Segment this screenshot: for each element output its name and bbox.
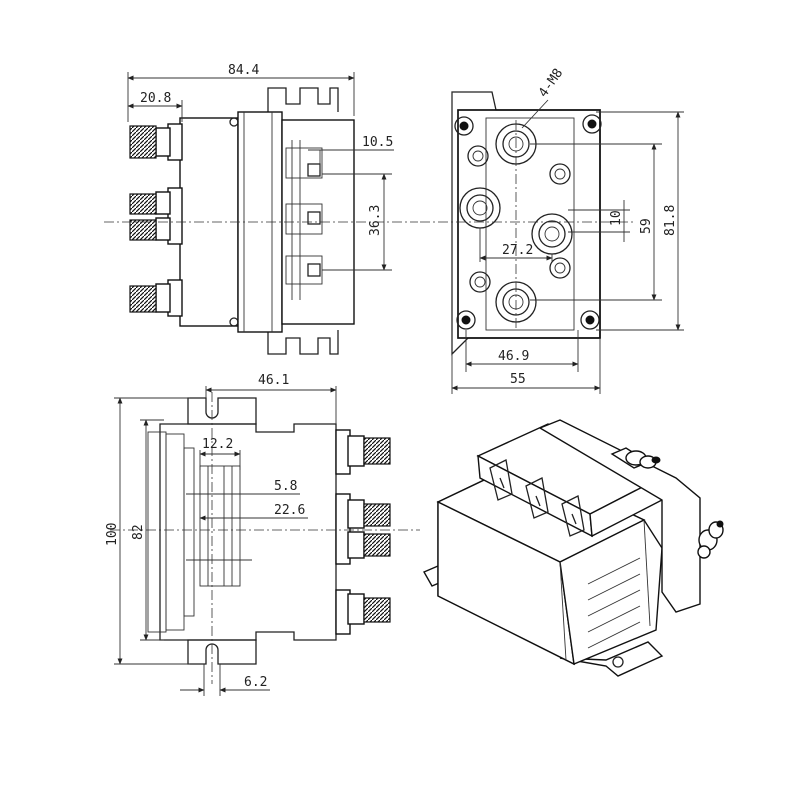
dim-slot-bottom: 6.2: [244, 675, 267, 690]
iso-stud-top: [610, 447, 661, 469]
stud-top: [129, 123, 183, 161]
dim-overall-height: 100: [105, 523, 120, 546]
dim-thread: 4-M8: [536, 66, 566, 100]
end-view: 4-M8 59 81.8 10 27.2 46.9 55: [420, 66, 684, 394]
dim-outer-height: 81.8: [663, 205, 678, 236]
dim-inner-height: 82: [131, 524, 146, 540]
dim-overall-width: 55: [510, 372, 526, 387]
dim-offset-small: 5.8: [274, 479, 297, 494]
dim-terminal-offset: 10.5: [362, 135, 393, 150]
dim-terminal-spacing: 36.3: [368, 205, 383, 236]
side-view: 84.4 20.8 10.5 36.3: [104, 63, 418, 355]
dim-inner-height: 59: [639, 218, 654, 234]
iso-stud-side: [697, 520, 724, 559]
dim-hole-spacing: 46.9: [498, 349, 529, 364]
stud-bottom: [129, 279, 183, 317]
dim-overall-length: 84.4: [228, 63, 259, 78]
top-view: 46.1 12.2 5.8 22.6 100 82 6.2: [105, 373, 420, 696]
isometric-view: [423, 419, 724, 677]
blade-terminals: [489, 459, 585, 537]
dim-spacing-10: 10: [609, 210, 624, 226]
dim-slot-width: 12.2: [202, 437, 233, 452]
stud-middle: [129, 187, 183, 245]
m8-stud-3: [531, 213, 573, 255]
dim-terminal-length: 20.8: [140, 91, 171, 106]
dim-stud-spacing: 27.2: [502, 243, 533, 258]
dim-body-length: 46.1: [258, 373, 289, 388]
dim-offset-large: 22.6: [274, 503, 305, 518]
